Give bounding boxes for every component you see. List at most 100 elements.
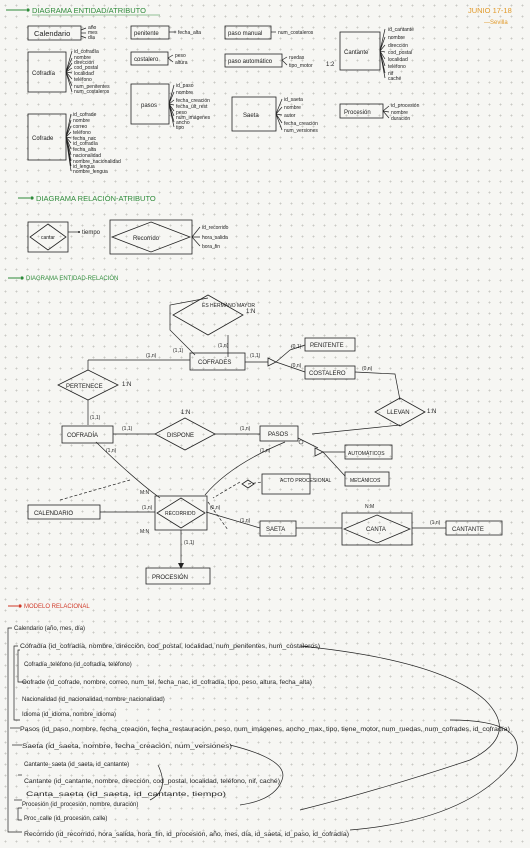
rel-pasos: Pasos (id_paso, nombre, fecha_creación, … — [20, 727, 510, 733]
svg-text:ancho: ancho — [176, 120, 190, 126]
rel-proc-calle: Proc_calle (id_procesión, calle) — [24, 816, 107, 822]
ea-paso-manual: paso manual num_costaleros — [224, 25, 314, 40]
rel-procesion: Procesión (id_procesión, nombre, duració… — [22, 802, 138, 808]
ea-paso-automatico: paso automático ruedas tipo_motor 1:2 — [224, 53, 335, 69]
svg-text:teléfono: teléfono — [73, 130, 91, 136]
header-date: JUNIO 17-18 — [468, 6, 512, 15]
ea-cantante: Cantante id_cantante nombre dirección co… — [339, 27, 414, 82]
rel-canta-saeta: Canta_saeta (id_saeta, id_cantante, tiem… — [26, 792, 226, 798]
svg-text:num_costaleros: num_costaleros — [74, 89, 110, 95]
svg-text:(1,n): (1,n) — [146, 353, 157, 359]
svg-text:paso manual: paso manual — [228, 31, 262, 37]
svg-text:(1,1): (1,1) — [184, 540, 195, 546]
svg-text:duración: duración — [391, 116, 410, 122]
svg-text:id_cofradía: id_cofradía — [74, 49, 99, 55]
svg-text:Recorrido: Recorrido — [133, 236, 160, 242]
section-title-entity-attribute: DIAGRAMA ENTIDAD/ATRIBUTO — [6, 6, 160, 16]
svg-text:Cantante: Cantante — [344, 50, 369, 56]
svg-text:(1,1): (1,1) — [90, 415, 101, 421]
svg-text:cantar: cantar — [41, 235, 55, 241]
er-saeta: SAETA (1,n) — [240, 518, 297, 537]
svg-text:CANTANTE: CANTANTE — [452, 527, 484, 533]
er-cantante: CANTANTE — [445, 520, 503, 536]
svg-text:Calendario: Calendario — [34, 29, 70, 38]
svg-text:SAETA: SAETA — [266, 527, 285, 533]
section-title-relational-model: MODELO RELACIONAL — [8, 604, 90, 610]
svg-text:nombre: nombre — [388, 35, 405, 41]
svg-text:id_cantante: id_cantante — [388, 27, 414, 33]
svg-text:Saeta: Saeta — [243, 113, 259, 119]
rel-cantante: Cantante (id_cantante, nombre, dirección… — [24, 779, 280, 785]
svg-text:nombre_nacionalidad: nombre_nacionalidad — [73, 159, 121, 165]
svg-text:nombre_lengua: nombre_lengua — [73, 169, 108, 175]
rel-calendario: Calendario (año, mes, día) — [14, 626, 85, 632]
svg-text:id_lengua: id_lengua — [73, 164, 95, 170]
svg-text:1:N: 1:N — [246, 309, 255, 315]
svg-text:1:N: 1:N — [427, 409, 436, 415]
svg-text:localidad: localidad — [388, 57, 408, 63]
svg-text:nombre: nombre — [391, 110, 408, 116]
er-penitente: PENITENTE (0,1) — [291, 337, 356, 352]
svg-text:tipo_motor: tipo_motor — [289, 63, 313, 69]
svg-text:día: día — [88, 35, 95, 41]
svg-text:teléfono: teléfono — [388, 64, 406, 70]
ea-penitente: penitente fecha_alta — [130, 25, 201, 40]
section-title-relation-attribute: DIAGRAMA RELACIÓN-ATRIBUTO — [18, 194, 156, 203]
svg-text:Cofrade: Cofrade — [32, 136, 54, 142]
svg-text:1:2: 1:2 — [326, 62, 335, 68]
svg-text:(1,n): (1,n) — [240, 518, 251, 524]
svg-text:Cofradía: Cofradía — [32, 71, 56, 77]
svg-text:ES HERMANO MAYOR: ES HERMANO MAYOR — [202, 303, 255, 309]
svg-text:fecha_nac: fecha_nac — [73, 136, 97, 142]
svg-text:PERTENECE: PERTENECE — [66, 384, 103, 390]
svg-text:costalero: costalero — [134, 57, 159, 63]
svg-text:id_cofradía: id_cofradía — [73, 141, 98, 147]
rel-idioma: Idioma (id_idioma, nombre_idioma) — [22, 712, 116, 718]
relational-connectors — [7, 627, 518, 833]
svg-text:localidad: localidad — [74, 71, 94, 77]
svg-text:N:M: N:M — [365, 504, 374, 510]
er-costalero: COSTALERO (0,n) (0,n) — [291, 363, 373, 380]
er-dispone: DISPONE 1:N (1,n) — [154, 410, 251, 451]
svg-text:cod_postal: cod_postal — [388, 50, 412, 56]
er-recorrido: RECORRIDO (1,n) (1,1) — [154, 495, 221, 546]
er-cofradia: COFRADÍA (1,1) (1,n) — [61, 425, 133, 454]
svg-text:(1,n): (1,n) — [210, 505, 221, 511]
er-acto-procesional: ACTO PROCESIONAL — [241, 473, 332, 495]
svg-text:RECORRIDO: RECORRIDO — [165, 511, 196, 517]
svg-text:(1,n): (1,n) — [218, 343, 229, 349]
svg-text:DIAGRAMA RELACIÓN-ATRIBUTO: DIAGRAMA RELACIÓN-ATRIBUTO — [36, 194, 156, 203]
svg-text:DIAGRAMA ENTIDAD-RELACIÓN: DIAGRAMA ENTIDAD-RELACIÓN — [26, 275, 118, 282]
svg-text:(1,1): (1,1) — [250, 353, 261, 359]
svg-text:(1,n): (1,n) — [142, 505, 153, 511]
ea-saeta: Saeta id_saeta nombre autor fecha_creaci… — [231, 96, 318, 134]
svg-text:1:N: 1:N — [122, 382, 131, 388]
svg-text:nombre: nombre — [284, 105, 301, 111]
ea-pasos: pasos id_paso nombre fecha_creación fech… — [130, 83, 211, 131]
svg-text:COFRADÍA: COFRADÍA — [67, 432, 98, 439]
svg-text:M:N: M:N — [140, 490, 150, 496]
svg-text:(1,1): (1,1) — [173, 348, 184, 354]
rel-saeta: Saeta (id_saeta, nombre, fecha_creación,… — [22, 744, 232, 750]
svg-text:tipo: tipo — [176, 125, 184, 131]
svg-text:caché: caché — [388, 76, 402, 82]
svg-text:COFRADES: COFRADES — [198, 360, 231, 366]
svg-text:mes: mes — [88, 30, 98, 36]
svg-text:(1,1): (1,1) — [122, 426, 133, 432]
svg-text:1:N: 1:N — [181, 410, 190, 416]
ea-calendario: Calendario año mes día — [27, 25, 98, 41]
svg-text:fecha_alta: fecha_alta — [178, 30, 201, 36]
svg-text:nombre: nombre — [73, 118, 90, 124]
svg-text:PROCESIÓN: PROCESIÓN — [152, 574, 188, 581]
er-connectors — [59, 297, 446, 569]
rel-cofradia: Cofradía (id_cofradía, nombre, dirección… — [20, 644, 320, 650]
svg-text:PASOS: PASOS — [268, 432, 288, 438]
svg-text:num_versiones: num_versiones — [284, 128, 318, 134]
svg-text:(1,n): (1,n) — [106, 448, 117, 454]
rel-recorrido: Recorrido (id_recorrido, hora_salida, ho… — [24, 832, 349, 838]
svg-text:tiempo: tiempo — [82, 230, 101, 236]
svg-text:DISPONE: DISPONE — [167, 433, 194, 439]
svg-text:DIAGRAMA ENTIDAD/ATRIBUTO: DIAGRAMA ENTIDAD/ATRIBUTO — [32, 6, 146, 15]
er-mecanicos: MECÁNICOS — [344, 471, 390, 487]
er-pertenece: PERTENECE 1:N (1,1) — [57, 369, 131, 421]
